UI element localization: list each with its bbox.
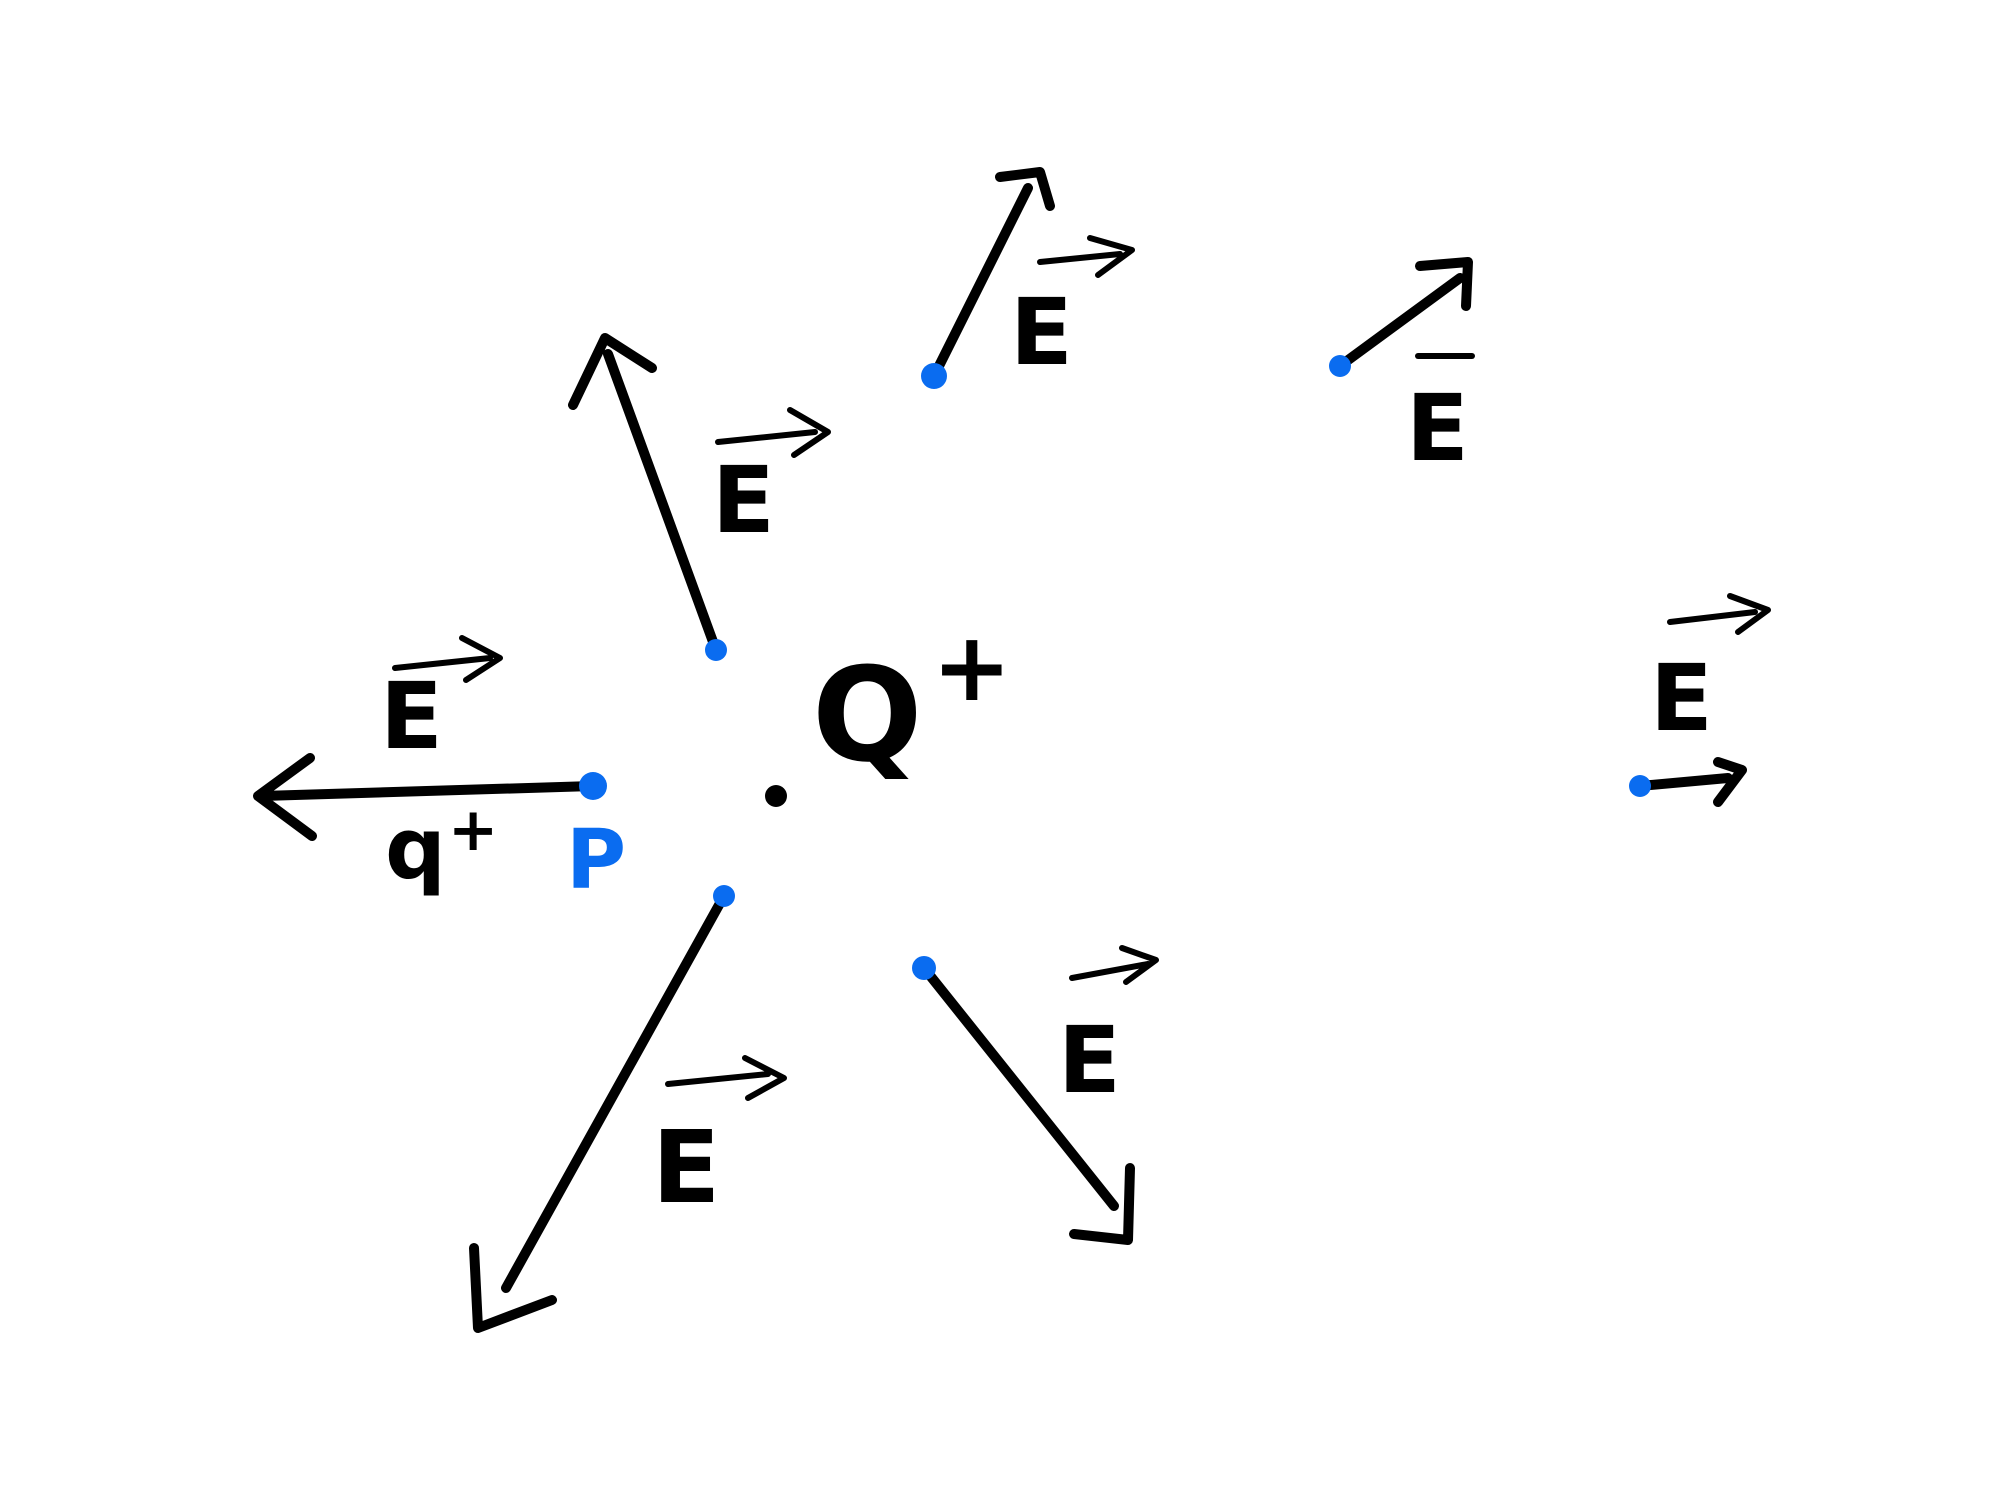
field-arrow <box>1635 757 1747 807</box>
vector-arrow-icon <box>1069 945 1159 985</box>
point-label: P <box>566 813 626 908</box>
test-charge-symbol: q <box>385 800 446 899</box>
field-label-e: E <box>1058 1007 1121 1114</box>
field-label-e: E <box>652 1109 720 1226</box>
source-charge-dot <box>765 785 787 807</box>
vector-arrow-icon <box>1667 593 1771 635</box>
field-vector-top: E <box>921 167 1135 389</box>
field-vector-upper-left: E <box>568 333 831 661</box>
field-label-e: E <box>1406 375 1469 482</box>
vector-arrow-icon <box>1037 235 1135 278</box>
field-point <box>1329 355 1351 377</box>
field-arrow <box>469 891 729 1333</box>
vector-arrow-icon <box>392 635 503 683</box>
vector-arrow-icon <box>665 1055 787 1101</box>
source-charge-symbol: Q <box>812 639 923 791</box>
field-point <box>713 885 735 907</box>
field-label-e: E <box>1650 645 1713 752</box>
field-vector-upper-right: E <box>1329 257 1475 482</box>
field-label-e: E <box>712 447 775 554</box>
field-point-p <box>579 772 607 800</box>
field-point <box>921 363 947 389</box>
field-label-e: E <box>380 663 443 770</box>
field-label-e: E <box>1010 279 1073 386</box>
field-vector-lower-left: E <box>469 885 787 1333</box>
field-arrow <box>919 963 1135 1245</box>
field-vector-lower-right: E <box>912 945 1159 1245</box>
vector-arrow-icon <box>715 407 831 458</box>
test-charge-label: q + <box>385 795 498 899</box>
field-arrow <box>568 333 721 655</box>
field-arrow <box>929 167 1055 381</box>
field-point <box>912 956 936 980</box>
field-arrow <box>253 753 598 841</box>
field-point <box>1629 775 1651 797</box>
field-vector-left: E <box>253 635 607 841</box>
field-point <box>705 639 727 661</box>
field-vector-right: E <box>1629 593 1771 807</box>
test-charge-sign: + <box>448 795 498 865</box>
source-charge: Q + <box>765 613 1012 807</box>
field-arrow <box>1335 257 1473 371</box>
source-charge-sign: + <box>932 613 1012 723</box>
